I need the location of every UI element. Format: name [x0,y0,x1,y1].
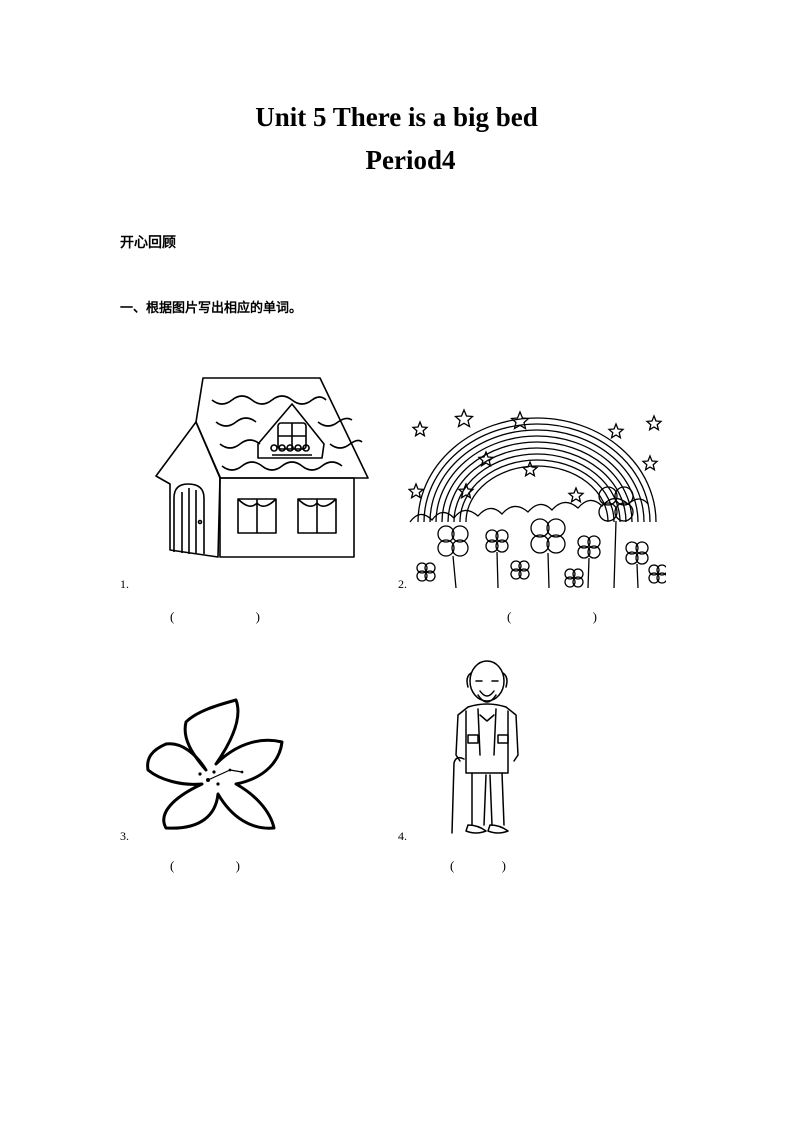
old-man-icon [451,660,519,834]
exercise-number: 3. [120,829,129,843]
flower-icon [146,698,284,830]
paren-open: ( [170,609,175,624]
paren-close: ) [255,609,260,624]
paren-open: ( [507,609,512,624]
answer-blank[interactable]: ( ) [507,609,597,625]
paren-close: ) [235,858,240,873]
answer-blank[interactable]: ( ) [450,858,506,874]
answer-blank[interactable]: ( ) [170,858,240,874]
exercise-number: 1. [120,577,129,591]
exercise-number: 2. [398,577,407,591]
paren-close: ) [501,858,506,873]
section-heading: 开心回顾 [120,235,176,251]
page-subtitle: Period4 [365,145,456,175]
exercise-number: 4. [398,829,407,843]
page-title: Unit 5 There is a big bed [255,102,538,132]
instruction-text: 一、根据图片写出相应的单词。 [120,301,303,316]
house-icon [155,377,369,558]
rainbow-icon [408,408,666,589]
paren-open: ( [170,858,175,873]
answer-blank[interactable]: ( ) [170,609,260,625]
paren-close: ) [592,609,597,624]
paren-open: ( [450,858,455,873]
